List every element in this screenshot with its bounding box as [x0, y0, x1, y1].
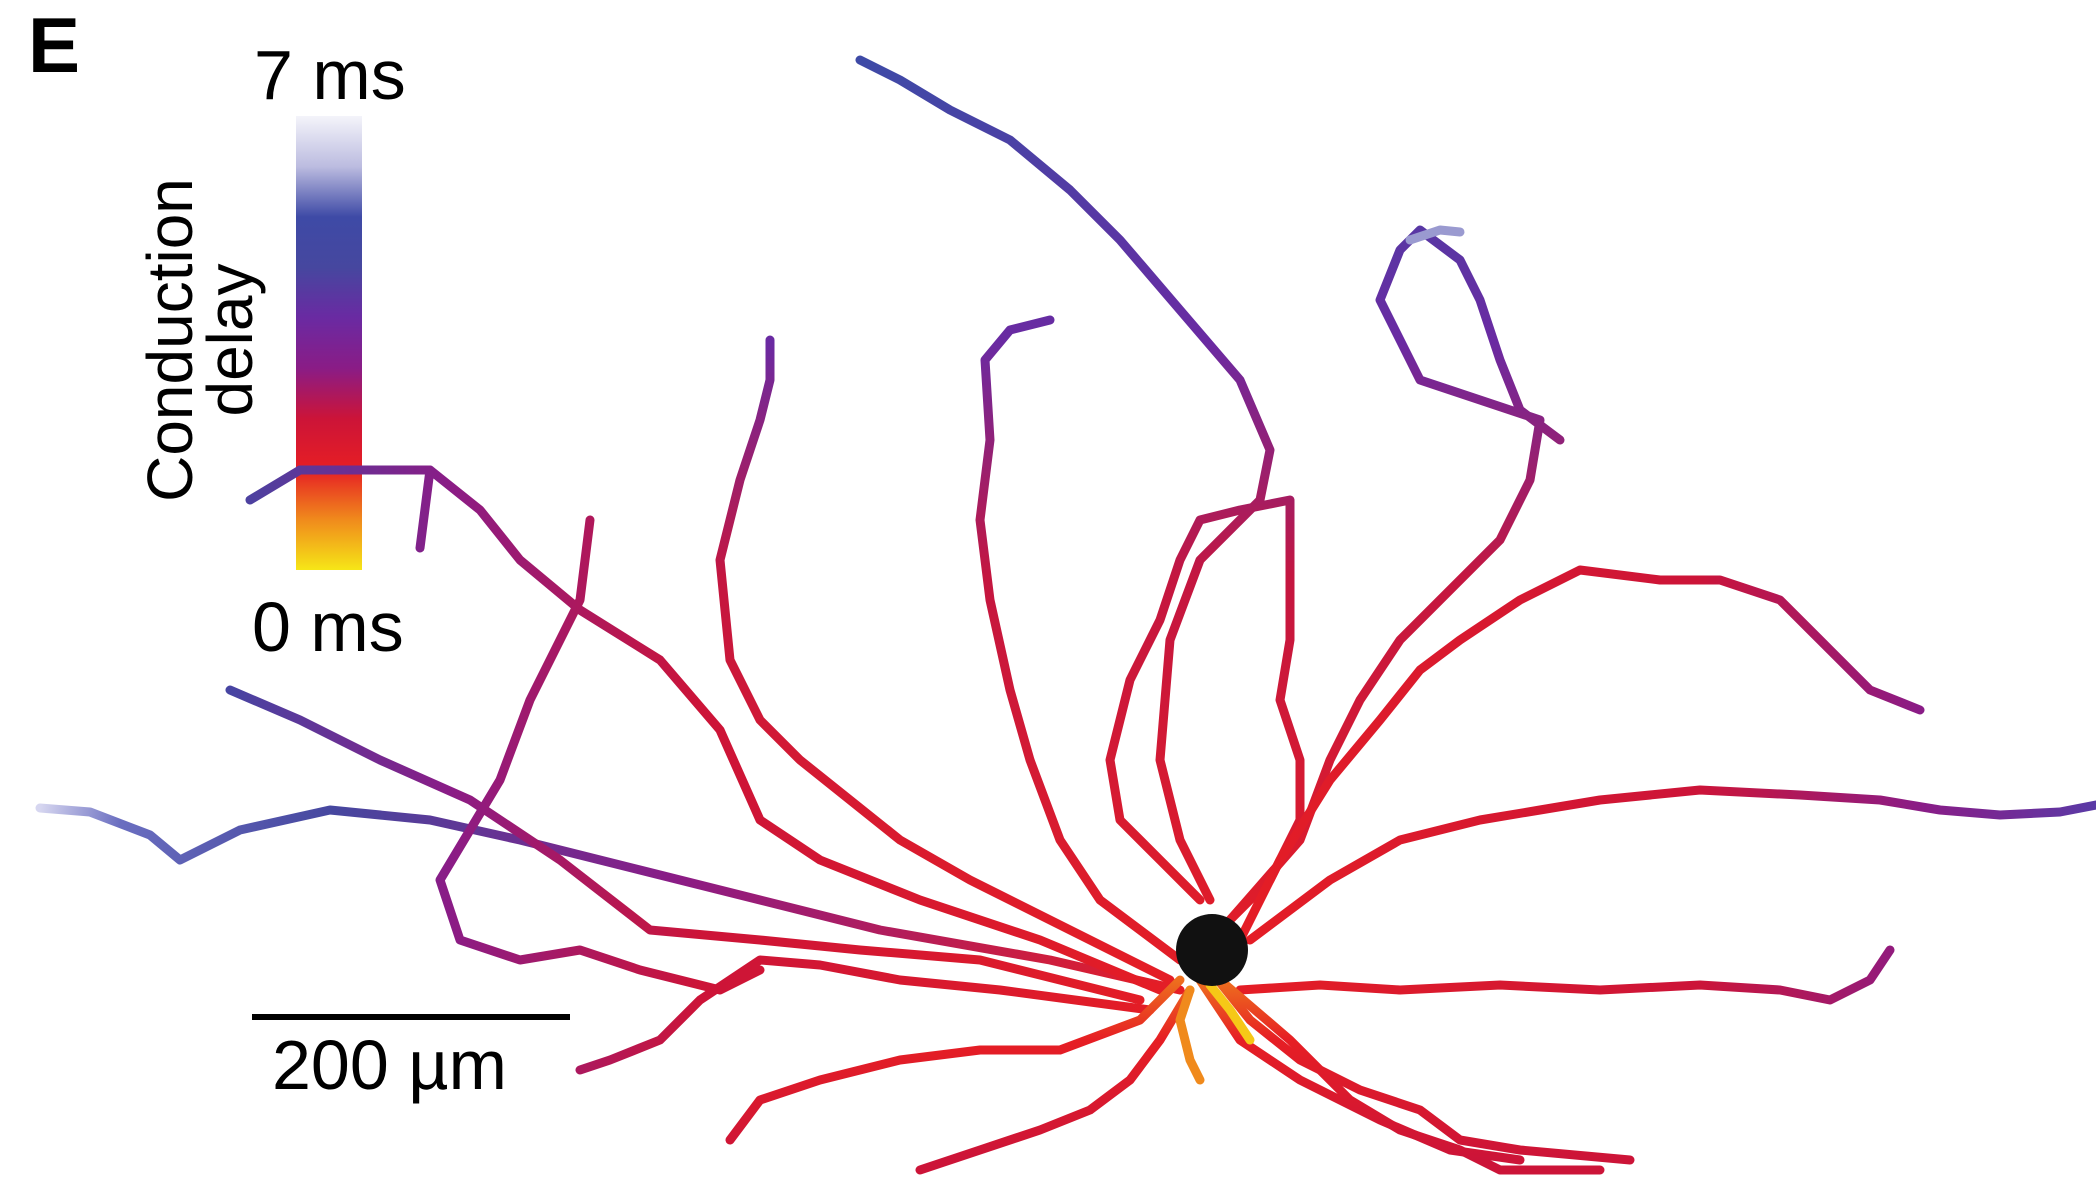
dendrite-right-upper	[1240, 570, 1920, 940]
dendrite-right-long	[1250, 790, 2096, 940]
dendrite-down-3	[920, 990, 1190, 1170]
dendrite-up-left	[720, 340, 1170, 980]
dendrite-down-5	[1220, 980, 1600, 1170]
dendrite-left-upper-2	[250, 470, 430, 500]
dendrite-right-low	[1240, 950, 1890, 1000]
dendrite-left-cross	[440, 520, 760, 990]
dendrite-center-loop	[1110, 500, 1300, 920]
soma	[1176, 914, 1248, 986]
dendrite-top	[860, 60, 1270, 900]
dendrite-down-6	[1180, 990, 1200, 1080]
